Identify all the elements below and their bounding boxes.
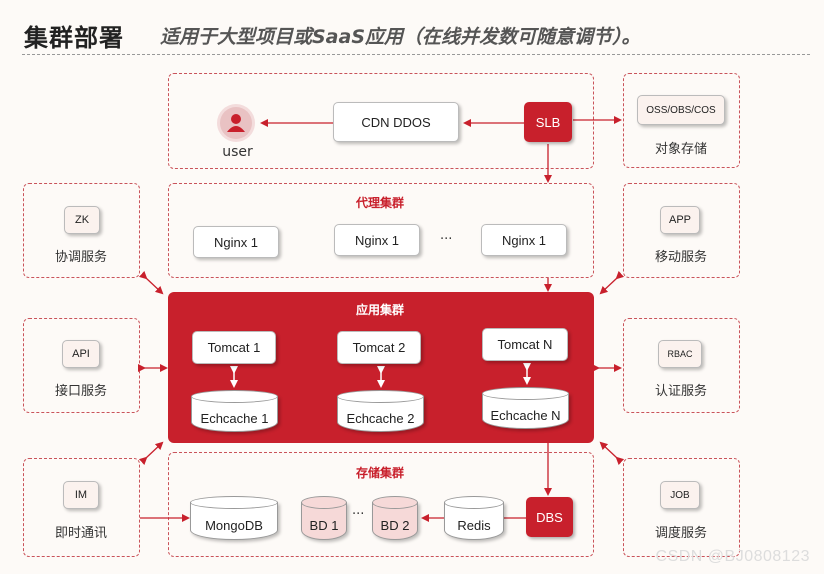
page-subtitle: 适用于大型项目或SaaS应用（在线并发数可随意调节）。	[160, 26, 641, 48]
cylinder-top	[444, 496, 504, 509]
nginx-node-3[interactable]: Nginx 1	[481, 224, 567, 256]
echcache-node-2[interactable]: Echcache 2	[337, 390, 424, 432]
cylinder-top	[372, 496, 418, 509]
storage-ellipsis: ···	[352, 507, 365, 522]
top-entry-zone	[168, 73, 594, 169]
proxy-cluster-title: 代理集群	[355, 196, 404, 210]
user-label: user	[222, 144, 253, 160]
storage-cluster-title: 存储集群	[355, 466, 404, 480]
app-service-zone	[623, 183, 740, 278]
redis-label: Redis	[444, 502, 504, 540]
im-app-double-arrow	[138, 441, 164, 466]
rbac-tag[interactable]: RBAC	[658, 340, 702, 368]
job-service-zone	[623, 458, 740, 557]
watermark: CSDN @BJ0808123	[655, 548, 810, 565]
redis-node[interactable]: Redis	[444, 496, 504, 540]
dbs-node[interactable]: DBS	[526, 497, 573, 537]
bd1-node[interactable]: BD 1	[301, 496, 347, 540]
job-app-double-arrow	[599, 441, 625, 466]
tomcat-node-1[interactable]: Tomcat 1	[192, 331, 276, 364]
job-tag[interactable]: JOB	[660, 481, 700, 509]
zk-service-zone	[23, 183, 140, 278]
nginx-node-1[interactable]: Nginx 1	[193, 226, 279, 258]
im-caption: 即时通讯	[54, 526, 107, 541]
nginx-node-2[interactable]: Nginx 1	[334, 224, 420, 256]
title-divider	[22, 54, 810, 55]
cylinder-top	[337, 390, 424, 403]
job-caption: 调度服务	[654, 526, 707, 541]
api-tag[interactable]: API	[62, 340, 100, 368]
im-tag[interactable]: IM	[63, 481, 99, 509]
cylinder-top	[482, 387, 569, 400]
zk-tag[interactable]: ZK	[64, 206, 100, 234]
tomcat-node-n[interactable]: Tomcat N	[482, 328, 568, 361]
zk-app-double-arrow	[138, 270, 164, 295]
echcache-node-n[interactable]: Echcache N	[482, 387, 569, 429]
oss-tag[interactable]: OSS/OBS/COS	[637, 95, 725, 125]
user-icon	[217, 104, 255, 142]
tomcat-node-2[interactable]: Tomcat 2	[337, 331, 421, 364]
app-caption: 移动服务	[654, 250, 707, 265]
slb-node[interactable]: SLB	[524, 102, 572, 142]
zk-caption: 协调服务	[54, 250, 107, 265]
cylinder-top	[301, 496, 347, 509]
echcache-2-label: Echcache 2	[337, 396, 424, 432]
rbac-caption: 认证服务	[654, 384, 707, 399]
cylinder-top	[191, 390, 278, 403]
echcache-node-1[interactable]: Echcache 1	[191, 390, 278, 432]
mobile-app-double-arrow	[599, 270, 625, 295]
page-title: 集群部署	[24, 24, 124, 52]
oss-service-zone	[623, 73, 740, 168]
app-tag[interactable]: APP	[660, 206, 700, 234]
proxy-ellipsis: ···	[440, 232, 453, 247]
proxy-cluster-zone	[168, 183, 594, 278]
bd2-node[interactable]: BD 2	[372, 496, 418, 540]
im-service-zone	[23, 458, 140, 557]
api-caption: 接口服务	[54, 384, 107, 399]
storage-cluster-zone	[168, 452, 594, 557]
cylinder-top	[190, 496, 278, 509]
oss-caption: 对象存储	[654, 142, 707, 157]
mongodb-node[interactable]: MongoDB	[190, 496, 278, 540]
rbac-service-zone	[623, 318, 740, 413]
cdn-ddos-node[interactable]: CDN DDOS	[333, 102, 459, 142]
app-cluster-title: 应用集群	[355, 303, 404, 317]
